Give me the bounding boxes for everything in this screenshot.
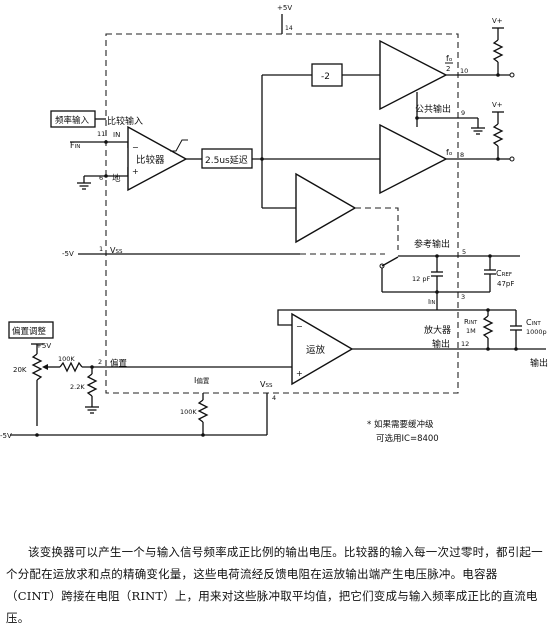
- vdd-supply-label: +5V: [277, 4, 292, 12]
- comparator-label: 比较器: [136, 154, 165, 166]
- pin-1: 1: [99, 245, 103, 253]
- cref-label: CREF: [496, 269, 512, 278]
- minus5-b-label: -5V: [0, 432, 12, 440]
- schematic-diagram: +5V 14 频率输入 比较输入 11 IN FIN 6 地 比较器 − + 2…: [0, 4, 548, 444]
- ref-output-label: 参考输出: [414, 238, 450, 250]
- offset-ground-symbol: [85, 406, 99, 414]
- minus5-label: -5V: [62, 250, 74, 258]
- comparator: [127, 125, 188, 192]
- i-in-label: IIN: [428, 298, 436, 306]
- output-amp-half: [379, 39, 448, 111]
- svg-text:−: −: [132, 143, 139, 152]
- comparator-input-label: 比较输入: [107, 115, 143, 127]
- vdd-pin-number: 14: [285, 25, 293, 32]
- vss-label: VSS: [260, 380, 273, 389]
- cint-label: CINT: [526, 318, 541, 327]
- waveform-icon: [170, 139, 188, 152]
- cint-value: 1000p: [526, 328, 547, 336]
- switch-driver: [295, 172, 357, 244]
- buffer-note-2: 可选用IC=8400: [376, 433, 439, 444]
- r22k-label: 2.2K: [70, 383, 85, 391]
- pot-20k-label: 20K: [13, 366, 27, 374]
- opamp: [291, 312, 354, 386]
- offset-adjust-box: [8, 321, 54, 339]
- pin-4: 4: [272, 394, 276, 402]
- c12-label: 12 pF: [412, 275, 430, 283]
- pin-8: 8: [460, 151, 464, 159]
- pin-9: 9: [461, 109, 465, 117]
- opamp-label: 运放: [306, 344, 326, 356]
- plus5-label: +5V: [36, 342, 51, 350]
- buffer-note-1: * 如果需要缓冲级: [367, 419, 434, 430]
- switch-arm: [381, 256, 399, 267]
- amp-output-label-2: 输出: [432, 338, 450, 350]
- delay-label: 2.5us延迟: [205, 154, 248, 166]
- output-amp-full: [379, 123, 448, 195]
- svg-text:+: +: [132, 167, 139, 176]
- pin-5: 5: [462, 248, 466, 256]
- f-in-label: FIN: [70, 141, 80, 150]
- divider-label: -2: [321, 72, 330, 82]
- vss-neg-label: VSS: [110, 246, 123, 255]
- i-bias-label: I偏置: [194, 376, 210, 385]
- pin-12: 12: [461, 340, 469, 348]
- half-freq-den: 2: [446, 65, 450, 73]
- half-freq-label: fo: [446, 54, 453, 63]
- ground-symbol: [77, 182, 91, 190]
- pin-2: 2: [98, 358, 102, 366]
- vplus-top: V+: [492, 17, 503, 25]
- in-pin-label: IN: [113, 131, 120, 139]
- pin-3: 3: [461, 293, 465, 301]
- figure-caption: 该变换器可以产生一个与输入信号频率成正比例的输出电压。比较器的输入每一次过零时，…: [6, 545, 543, 625]
- offset-label: 偏置: [110, 358, 128, 369]
- out-freq-label: fo: [446, 148, 453, 157]
- freq-input-label: 频率输入: [55, 115, 90, 126]
- pin-6: 6: [99, 174, 103, 182]
- rint-label: RINT: [464, 318, 478, 326]
- output-label: 输出: [530, 357, 548, 369]
- amp-output-label: 放大器: [424, 324, 451, 336]
- r100k-a-label: 100K: [58, 355, 75, 363]
- cref-value: 47pF: [497, 280, 514, 288]
- pin-11: 11: [97, 130, 105, 138]
- r100k-b-label: 100K: [180, 408, 197, 416]
- vplus-bottom: V+: [492, 101, 503, 109]
- svg-text:+: +: [296, 369, 303, 378]
- rint-value: 1M: [466, 327, 476, 335]
- ground-label: 地: [112, 173, 121, 184]
- common-ground-symbol: [471, 127, 485, 135]
- svg-text:−: −: [296, 322, 303, 331]
- pin-10: 10: [460, 67, 468, 75]
- common-output-label: 公共输出: [415, 103, 451, 115]
- offset-adjust-label: 偏置调整: [12, 326, 47, 337]
